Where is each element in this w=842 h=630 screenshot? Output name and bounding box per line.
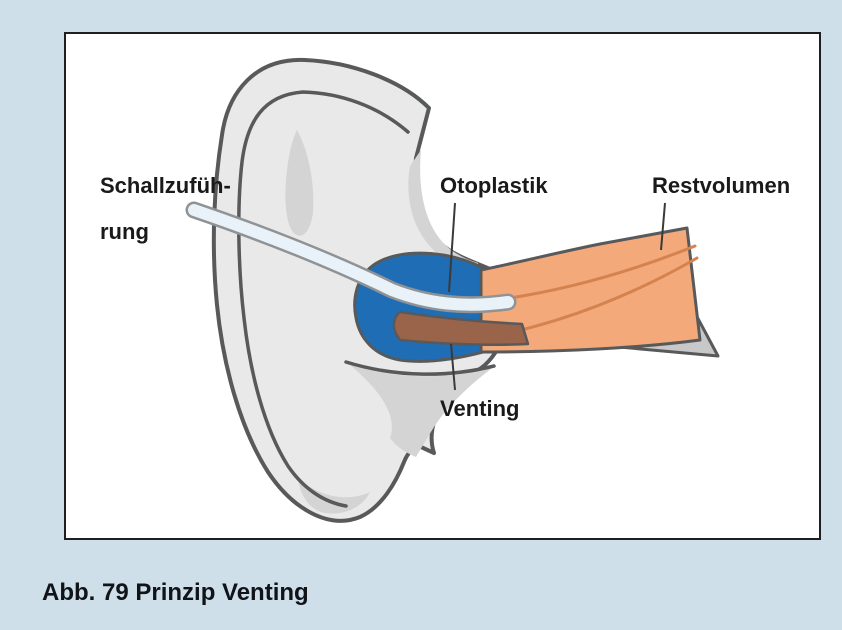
label-sound-supply-line1: Schallzufüh- bbox=[100, 173, 231, 198]
concha-lower-wall-line bbox=[344, 360, 496, 376]
label-sound-supply-line2: rung bbox=[100, 219, 149, 244]
ear-shadow-concha-lower bbox=[350, 365, 492, 457]
leader-line-restvolumen bbox=[660, 202, 666, 251]
figure-labels: Schallzufüh- rung Otoplastik Restvolumen… bbox=[100, 173, 790, 421]
ear-shadow-lobe bbox=[298, 478, 370, 514]
label-residual-volume: Restvolumen bbox=[652, 173, 790, 198]
ear-canal-shape bbox=[479, 226, 702, 354]
sound-tube bbox=[188, 204, 514, 311]
label-earmold: Otoplastik bbox=[440, 173, 548, 198]
leader-line-venting bbox=[450, 343, 456, 391]
ear-shadow-upper-teardrop bbox=[285, 130, 314, 236]
figure-caption: Abb. 79 Prinzip Venting bbox=[42, 579, 309, 606]
canal-inner-line-upper bbox=[508, 244, 697, 300]
ear-shadow-front-edge bbox=[408, 150, 478, 272]
vent-channel-shape bbox=[392, 310, 530, 347]
label-vent: Venting bbox=[440, 396, 519, 421]
ear-diagram bbox=[185, 57, 720, 523]
leader-line-otoplastik bbox=[448, 202, 456, 293]
leader-lines bbox=[448, 202, 666, 391]
ear-inner-helix-line bbox=[237, 90, 410, 508]
